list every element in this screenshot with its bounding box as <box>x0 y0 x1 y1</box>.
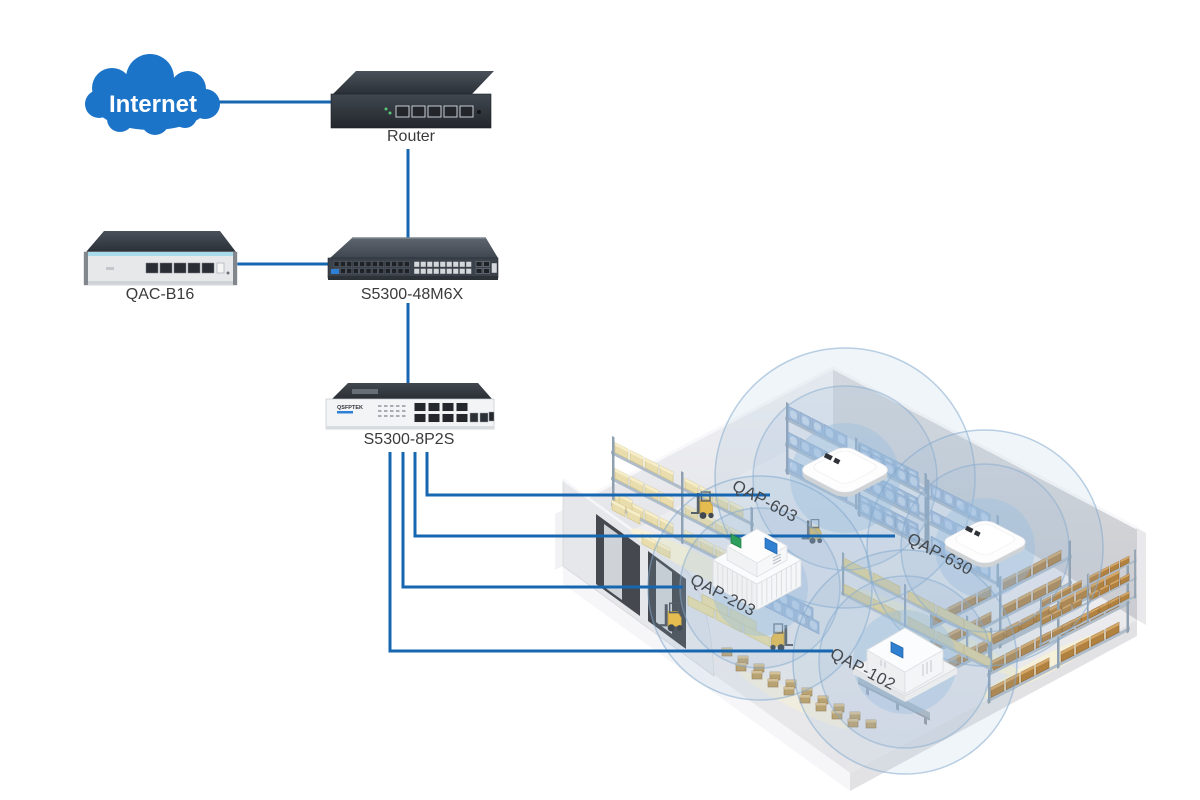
s5300-8p2s-leds <box>378 405 406 417</box>
internet-label: Internet <box>109 91 197 118</box>
qac-b16-label: QAC-B16 <box>126 286 195 303</box>
link-poe-qap102 <box>388 452 833 653</box>
s5300-8p2s-logo: QSFPTEK <box>337 405 363 411</box>
door-panel <box>604 524 622 600</box>
internet-cloud <box>85 54 220 135</box>
qap-102-wall-ap <box>852 627 958 702</box>
right-wall-end-cap <box>1137 528 1146 625</box>
s5300-48m6x-device <box>327 237 499 280</box>
right-wall <box>833 368 1137 620</box>
s5300-8p2s-label: S5300-8P2S <box>364 431 455 448</box>
s5300-48m6x-ports <box>333 261 498 275</box>
router-label: Router <box>387 128 436 145</box>
qac-b16-ports <box>145 262 225 274</box>
router-ports <box>395 105 474 118</box>
qap-203-port-green <box>730 533 742 549</box>
router-device <box>330 71 494 129</box>
link-poe-qap603 <box>425 452 770 497</box>
qac-b16-device <box>83 231 238 286</box>
floor-stack-tan <box>687 593 771 648</box>
qap-102-port-blue <box>890 641 904 659</box>
floor-slab-edge-left <box>563 566 850 791</box>
conveyor <box>858 676 930 726</box>
qap-203-wall-ap <box>712 528 802 611</box>
s5300-48m6x-label: S5300-48M6X <box>361 286 464 303</box>
link-poe-qap203 <box>401 452 683 589</box>
s5300-8p2s-device: QSFPTEK <box>325 383 495 430</box>
qap-203-port-blue <box>764 537 778 555</box>
s5300-8p2s-ports <box>413 402 495 423</box>
warehouse <box>555 347 1146 791</box>
left-wall-outer-edge <box>555 510 563 570</box>
